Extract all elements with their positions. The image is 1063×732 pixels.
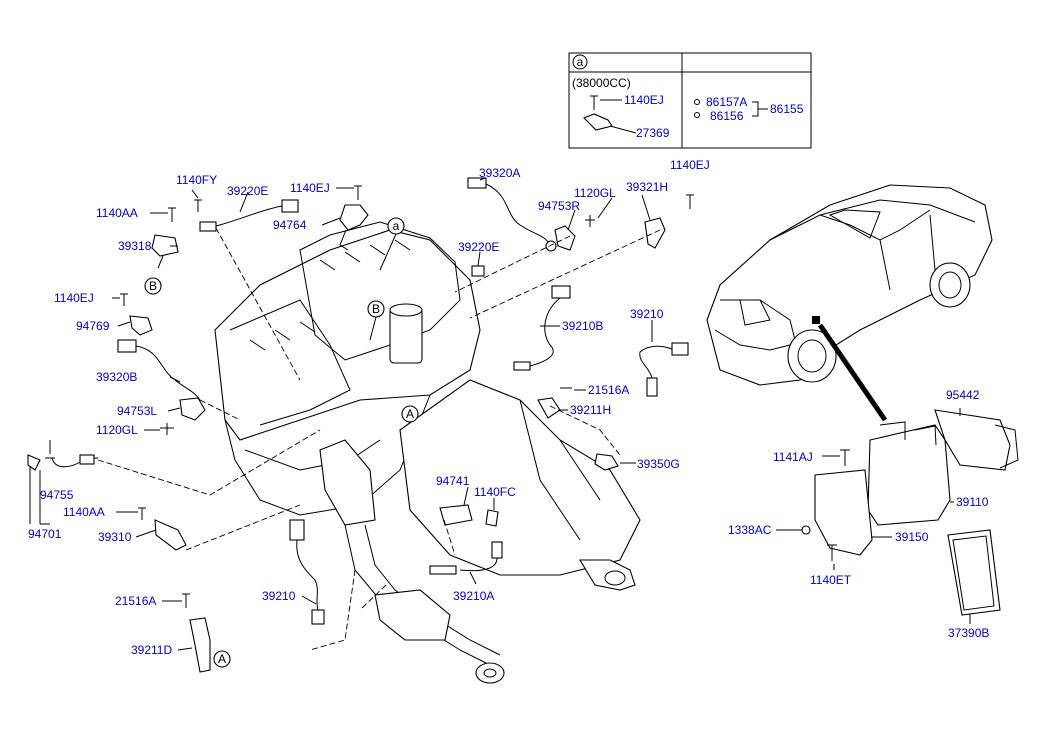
part-1140FY[interactable]: 1140FY: [176, 173, 217, 187]
part-37390B[interactable]: 37390B: [948, 626, 989, 640]
part-39320B[interactable]: 39320B: [96, 370, 137, 384]
part-95442[interactable]: 95442: [946, 388, 980, 402]
part-39210B[interactable]: 39210B: [562, 319, 603, 333]
leader-lines: [29, 177, 661, 651]
legend-part-86156[interactable]: 86156: [710, 109, 744, 123]
sensor-parts: [27, 177, 694, 673]
legend-variant: (38000CC): [572, 76, 631, 90]
part-1140EJ-top[interactable]: 1140EJ: [290, 181, 330, 195]
part-94755[interactable]: 94755: [40, 488, 74, 502]
engine-assembly: [214, 221, 641, 684]
part-39220E-mid[interactable]: 39220E: [458, 240, 499, 254]
legend-marker: a: [577, 55, 584, 69]
part-39320A[interactable]: 39320A: [479, 166, 520, 180]
part-1140AA-lower[interactable]: 1140AA: [63, 505, 105, 519]
callout-A-bracket: A: [218, 652, 226, 666]
legend-part-27369[interactable]: 27369: [636, 126, 670, 140]
part-39110[interactable]: 39110: [956, 495, 989, 509]
legend-box: a (38000CC) 1140EJ 27369 86157A 86156 86…: [568, 52, 812, 149]
part-39211H[interactable]: 39211H: [570, 403, 611, 417]
legend-part-86155[interactable]: 86155: [770, 102, 804, 116]
part-94701[interactable]: 94701: [28, 527, 62, 541]
part-1140FC[interactable]: 1140FC: [474, 485, 516, 499]
part-39321H[interactable]: 39321H: [626, 180, 668, 194]
bracket-27369-shape: [583, 113, 613, 131]
callout-B-engine: B: [372, 302, 380, 316]
part-1140EJ-left[interactable]: 1140EJ: [54, 291, 94, 305]
part-39210-lower[interactable]: 39210: [262, 589, 296, 603]
part-1120GL-top[interactable]: 1120GL: [574, 186, 616, 200]
callout-B-sensor: B: [149, 279, 157, 293]
part-1120GL-left[interactable]: 1120GL: [96, 423, 138, 437]
part-94769[interactable]: 94769: [76, 319, 110, 333]
legend-part-1140EJ[interactable]: 1140EJ: [624, 93, 664, 107]
part-1140EJ-right[interactable]: 1140EJ: [670, 158, 710, 172]
part-39350G[interactable]: 39350G: [637, 457, 680, 471]
part-21516A-mid[interactable]: 21516A: [588, 383, 629, 397]
ecu-assembly: [776, 408, 1019, 624]
part-39318[interactable]: 39318: [118, 239, 152, 253]
legend-part-86157A[interactable]: 86157A: [706, 95, 747, 109]
part-94741[interactable]: 94741: [436, 474, 470, 488]
part-94753L[interactable]: 94753L: [117, 404, 157, 418]
part-1140AA-top[interactable]: 1140AA: [96, 206, 138, 220]
part-39220E-top[interactable]: 39220E: [227, 184, 268, 198]
part-39211D[interactable]: 39211D: [131, 643, 172, 657]
part-39210-right[interactable]: 39210: [630, 307, 664, 321]
callout-a: a: [393, 219, 400, 233]
part-39150[interactable]: 39150: [895, 530, 929, 544]
vehicle-illustration: [706, 184, 993, 422]
part-21516A-lower[interactable]: 21516A: [115, 594, 156, 608]
part-1141AJ[interactable]: 1141AJ: [773, 450, 813, 464]
part-94753R[interactable]: 94753R: [538, 199, 580, 213]
part-39210A[interactable]: 39210A: [453, 589, 494, 603]
callouts: a A A B B: [144, 217, 419, 668]
part-labels: 1140FY 39220E 1140EJ 1140AA 94764 39318 …: [28, 158, 989, 657]
part-39310[interactable]: 39310: [98, 530, 132, 544]
part-1140ET[interactable]: 1140ET: [810, 573, 852, 587]
part-1338AC[interactable]: 1338AC: [728, 523, 772, 537]
part-94764[interactable]: 94764: [273, 218, 307, 232]
callout-A-engine: A: [406, 407, 414, 421]
